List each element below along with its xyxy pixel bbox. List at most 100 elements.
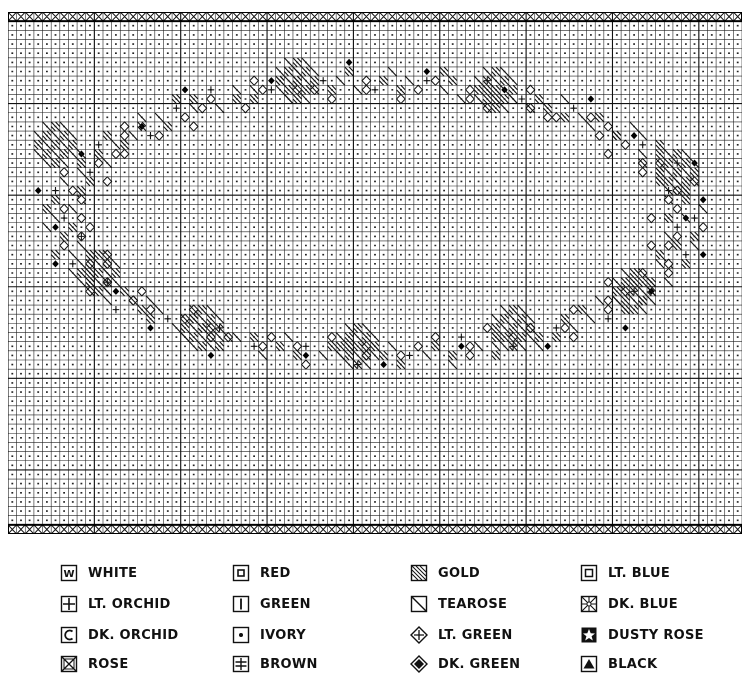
- stitch-plus: [173, 104, 180, 112]
- stitch-slash: [214, 313, 225, 324]
- stitch-hatch: [499, 94, 510, 104]
- stitch-slash: [206, 322, 216, 333]
- stitch-fill: [699, 196, 707, 204]
- stitch-hatch: [655, 139, 665, 150]
- stitch-slash: [335, 332, 346, 343]
- stitch-hatch: [197, 341, 208, 352]
- stitch-hatch: [637, 277, 648, 288]
- stitch-hatch: [76, 185, 87, 196]
- stitch-hatch: [577, 304, 587, 315]
- stitch-slash: [655, 176, 665, 187]
- triangle-box-icon: [580, 655, 598, 673]
- stitch-hatch: [689, 231, 700, 242]
- stitch-slash: [42, 121, 52, 132]
- stitch-slash: [197, 332, 208, 343]
- stitch-slash: [672, 158, 682, 169]
- stitch-slash: [655, 158, 665, 169]
- stitch-slash: [102, 268, 113, 278]
- stitch-diamond: [585, 112, 596, 123]
- stitch-slash: [508, 94, 518, 104]
- stitch-slash: [292, 84, 303, 95]
- stitch-hatch: [517, 313, 527, 324]
- stitch-hatch: [119, 286, 130, 297]
- stitch-hatch: [508, 322, 518, 333]
- stitch-slash: [681, 167, 691, 178]
- x-box-icon: [60, 655, 78, 673]
- stitch-hatch: [396, 84, 406, 95]
- stitch-hatch: [283, 84, 294, 95]
- stitch-diamond: [663, 267, 674, 279]
- stitch-fill: [630, 132, 638, 140]
- stitch-hatch: [249, 94, 259, 104]
- filled-diamond-icon: [410, 655, 428, 673]
- stitch-hatch: [111, 268, 121, 278]
- stitch-diamond: [663, 194, 674, 206]
- legend-label: BROWN: [260, 656, 318, 672]
- stitch-slash: [128, 130, 138, 141]
- stitch-hatch: [672, 185, 682, 196]
- stitch-hatch: [137, 304, 147, 315]
- stitch-slash: [59, 158, 69, 169]
- stitch-slash: [447, 359, 458, 370]
- stitch-slash: [249, 84, 259, 95]
- stitch-slash: [612, 277, 622, 288]
- stitch-plus: [423, 77, 431, 85]
- stitch-hatch: [681, 258, 691, 269]
- stitch-hatch: [206, 332, 216, 343]
- stitch-diamond: [119, 148, 130, 160]
- stitch-slash: [525, 313, 536, 324]
- stitch-slash: [499, 84, 510, 95]
- stitch-slash: [637, 130, 648, 141]
- stitch-hatch: [508, 341, 518, 352]
- wreath-motif: [33, 57, 709, 370]
- stitch-slash: [111, 258, 121, 269]
- legend-item-lt-green: LT. GREEN: [410, 625, 513, 645]
- stitch-hatch: [439, 66, 449, 77]
- stitch-diamond: [663, 240, 674, 251]
- stitch-hatch: [499, 75, 510, 86]
- border-stitches: [8, 12, 742, 534]
- legend-item-dk-orchid: DK. ORCHID: [60, 625, 178, 645]
- stitch-diamond: [464, 340, 475, 352]
- stitch-slash: [93, 258, 104, 269]
- hatch-box-icon: [410, 564, 428, 582]
- stitch-fill: [207, 351, 215, 359]
- stitch-slash: [59, 139, 69, 150]
- stitch-hatch: [292, 94, 303, 104]
- stitch-hatch: [68, 139, 78, 150]
- stitch-slash: [318, 350, 328, 361]
- stitch-diamond: [559, 322, 570, 334]
- stitch-hatch: [50, 121, 61, 132]
- stitch-slash: [258, 350, 268, 361]
- stitch-hatch: [188, 94, 199, 104]
- legend-label: DK. ORCHID: [88, 627, 179, 643]
- stitch-slash: [491, 94, 501, 104]
- stitch-hatch: [232, 94, 242, 104]
- stitch-diamond: [292, 340, 303, 352]
- stitch-diamond: [326, 331, 337, 343]
- stitch-slash: [499, 341, 510, 352]
- stitch-hatch: [594, 112, 605, 123]
- stitch-slash: [499, 322, 510, 333]
- stitch-diamond: [395, 93, 406, 105]
- stitch-diamond: [205, 93, 216, 105]
- stitch-hatch: [42, 148, 52, 159]
- stitch-diamond: [603, 304, 614, 315]
- stitch-hatch: [655, 148, 665, 159]
- stitch-slash: [387, 66, 397, 77]
- stitch-diamond: [257, 84, 268, 96]
- stitch-hatch: [180, 322, 190, 333]
- stitch-diamond: [646, 240, 657, 251]
- stitch-hatch: [534, 332, 544, 343]
- stitch-plus: [147, 132, 154, 140]
- stitch-slash: [214, 103, 225, 114]
- stitch-slash: [59, 121, 69, 132]
- stitch-hatch: [301, 84, 311, 95]
- stitch-slash: [68, 130, 78, 141]
- stitch-slash: [586, 121, 596, 132]
- stitch-slash: [663, 185, 674, 196]
- stitch-hatch: [102, 277, 113, 288]
- stitch-slash: [76, 258, 87, 269]
- stitch-slash: [137, 112, 147, 123]
- stitch-hatch: [637, 295, 648, 306]
